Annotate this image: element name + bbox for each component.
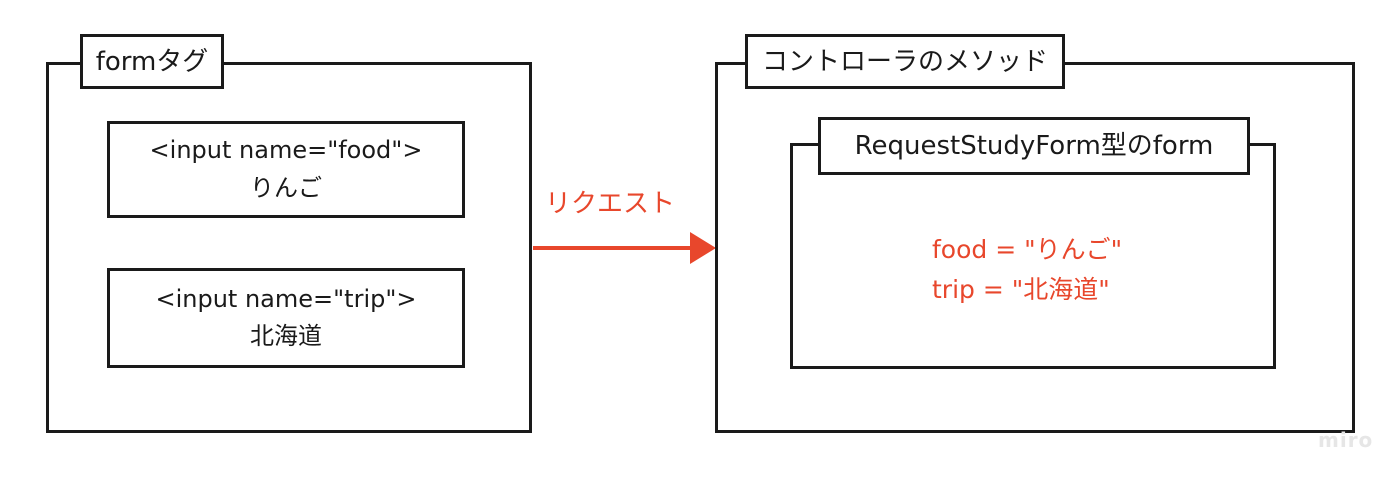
form-object-values: food = "りんご" trip = "北海道"	[932, 230, 1122, 310]
request-arrow-label: リクエスト	[545, 189, 676, 219]
input-trip-tag: <input name="trip">	[155, 284, 417, 313]
request-arrow-head	[690, 232, 716, 264]
form-object-container	[790, 143, 1276, 369]
input-trip-value: 北海道	[250, 322, 322, 350]
controller-method-title: コントローラのメソッド	[745, 34, 1065, 89]
input-trip-box: <input name="trip"> 北海道	[107, 268, 465, 368]
input-food-box: <input name="food"> りんご	[107, 121, 465, 218]
miro-watermark: miro	[1318, 428, 1374, 452]
input-food-value: りんご	[250, 173, 322, 202]
form-tag-title: formタグ	[80, 34, 224, 89]
form-value-trip: trip = "北海道"	[932, 275, 1110, 304]
input-food-tag: <input name="food">	[149, 136, 423, 165]
form-value-food: food = "りんご"	[932, 235, 1123, 264]
form-object-title: RequestStudyForm型のform	[818, 117, 1250, 175]
